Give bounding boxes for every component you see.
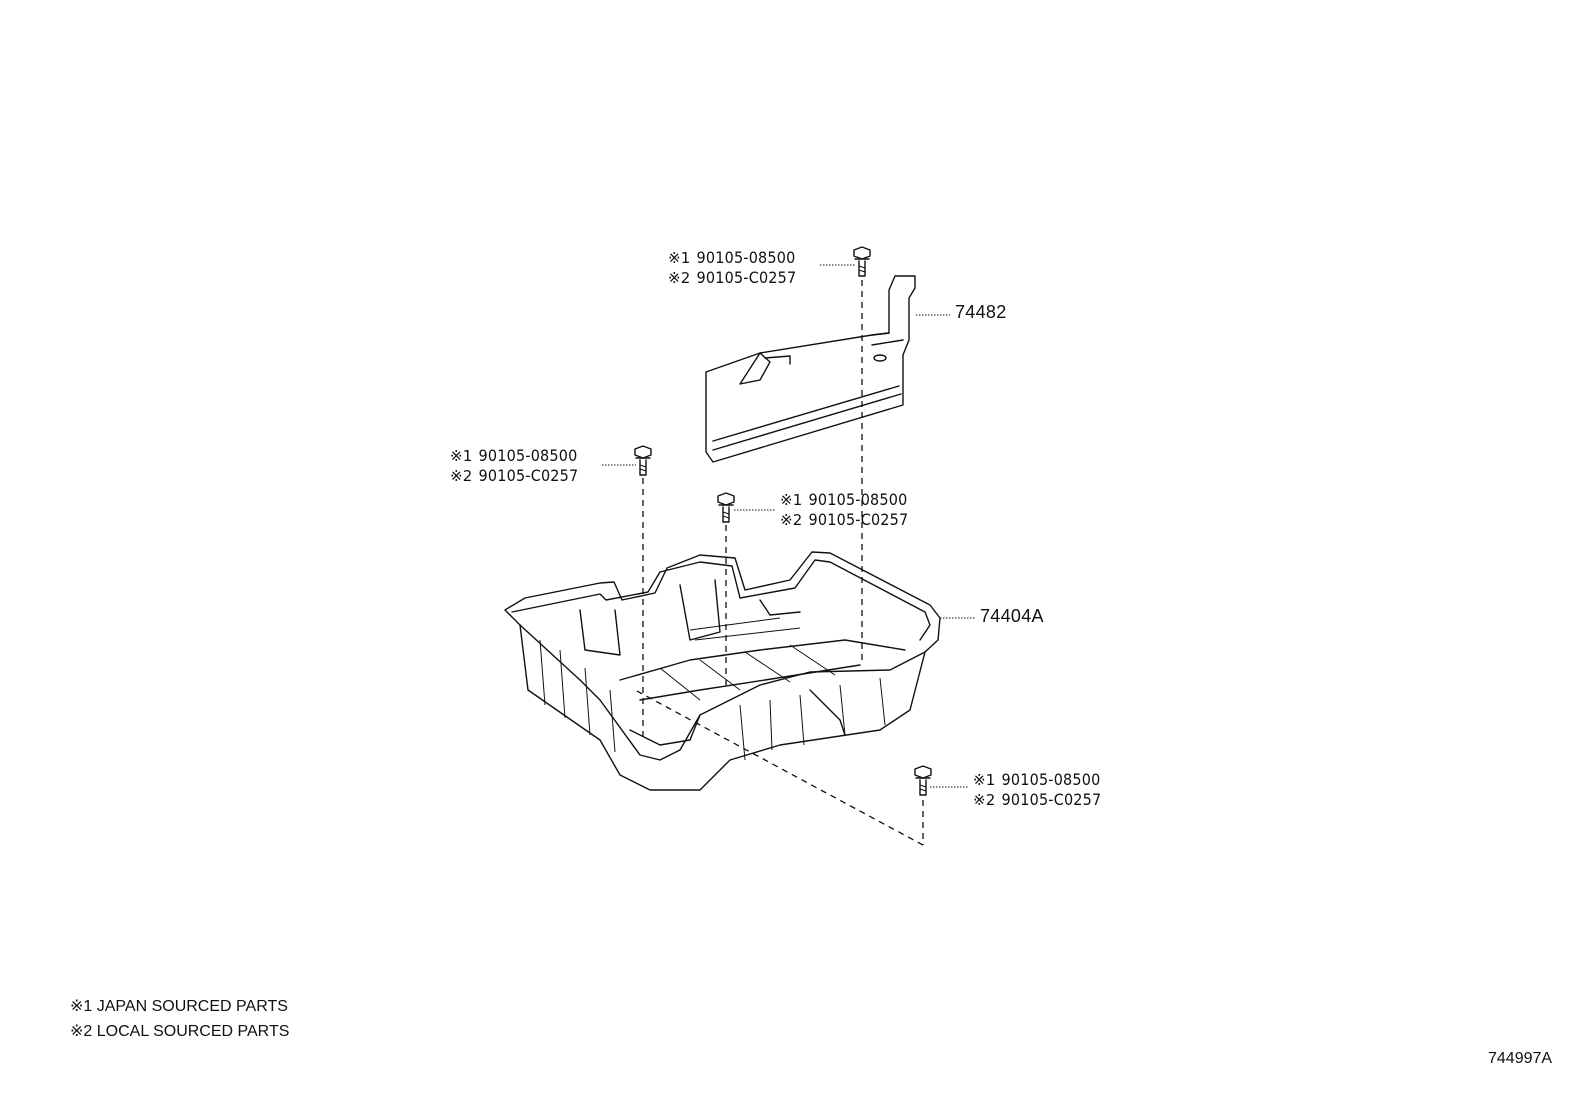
bolt-top-icon[interactable] <box>853 246 871 277</box>
part-number-local[interactable]: 90105-C0257 <box>1001 790 1102 809</box>
note-mark-1: ※1 <box>780 491 803 509</box>
part-number-japan[interactable]: 90105-08500 <box>478 446 578 465</box>
note-mark-2: ※2 <box>973 791 996 809</box>
part-label-tray[interactable]: 74404A <box>980 606 1044 626</box>
bolt-bottom-icon[interactable] <box>914 765 932 796</box>
callout-bolt-left: ※1 90105-08500 ※2 90105-C0257 <box>450 446 578 486</box>
part-number-japan[interactable]: 90105-08500 <box>1001 770 1101 789</box>
part-number-local[interactable]: 90105-C0257 <box>808 510 909 529</box>
note-mark-2: ※2 <box>780 511 803 529</box>
callout-bolt-center: ※1 90105-08500 ※2 90105-C0257 <box>780 490 908 530</box>
callout-bolt-top: ※1 90105-08500 ※2 90105-C0257 <box>668 248 796 288</box>
bolt-bottom-guide-diagonal <box>634 689 924 846</box>
callout-bolt-bottom: ※1 90105-08500 ※2 90105-C0257 <box>973 770 1101 810</box>
bolt-left-icon[interactable] <box>634 445 652 476</box>
part-number-local[interactable]: 90105-C0257 <box>696 268 797 287</box>
part-number-local[interactable]: 90105-C0257 <box>478 466 579 485</box>
part-label-bracket[interactable]: 74482 <box>955 302 1007 322</box>
legend-notes: ※1 JAPAN SOURCED PARTS ※2 LOCAL SOURCED … <box>70 994 289 1044</box>
note-mark-1: ※1 <box>668 249 691 267</box>
note-mark-2: ※2 <box>450 467 473 485</box>
part-number-japan[interactable]: 90105-08500 <box>808 490 908 509</box>
tray-74404A-drawing[interactable] <box>504 551 976 791</box>
note-mark-1: ※1 <box>450 447 473 465</box>
note-mark-2: ※2 <box>668 269 691 287</box>
legend-note-japan: ※1 JAPAN SOURCED PARTS <box>70 998 288 1015</box>
note-mark-1: ※1 <box>973 771 996 789</box>
bolt-center-icon[interactable] <box>717 492 735 523</box>
legend-note-local: ※2 LOCAL SOURCED PARTS <box>70 1023 290 1040</box>
bracket-74482-drawing[interactable] <box>705 275 950 463</box>
diagram-id: 744997A <box>1488 1050 1553 1067</box>
part-number-japan[interactable]: 90105-08500 <box>696 248 796 267</box>
